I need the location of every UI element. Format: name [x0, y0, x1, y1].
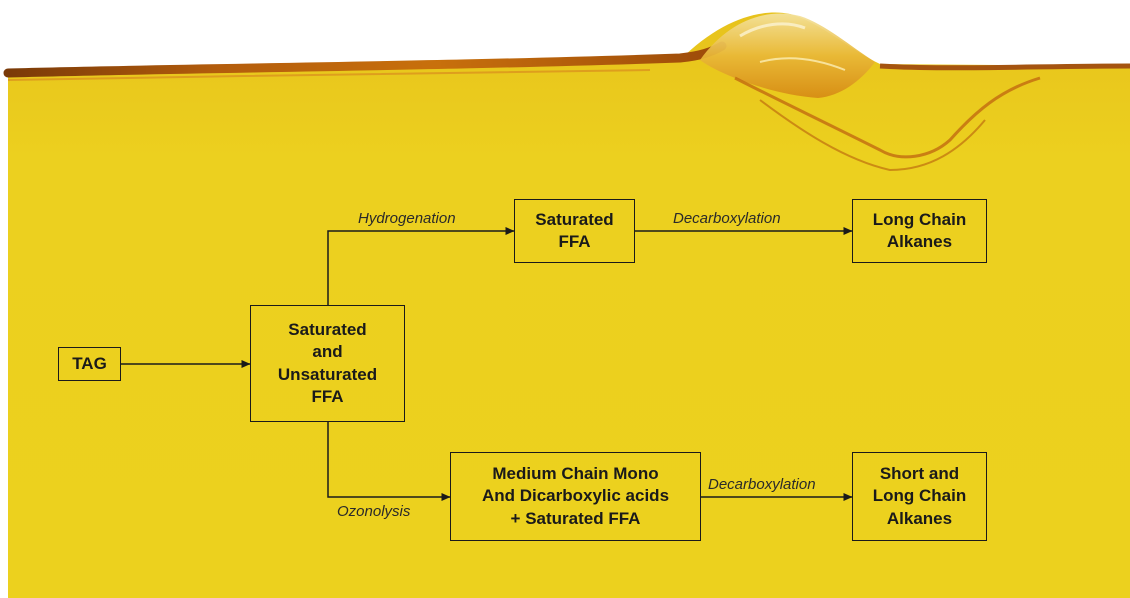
ozonolysis-label: Ozonolysis	[337, 503, 411, 520]
short-long-alkanes-node: Short and Long Chain Alkanes	[852, 452, 987, 541]
decarboxylation-top-label: Decarboxylation	[673, 210, 781, 227]
arrow-ozonolysis	[327, 422, 451, 501]
saturated-ffa-node: Saturated FFA	[514, 199, 635, 263]
long-chain-alkanes-node: Long Chain Alkanes	[852, 199, 987, 263]
tag-node: TAG	[58, 347, 121, 381]
medium-chain-acids-node: Medium Chain Mono And Dicarboxylic acids…	[450, 452, 701, 541]
decarboxylation-bottom-label: Decarboxylation	[708, 476, 816, 493]
arrow-hydrogenation	[327, 227, 515, 305]
saturated-unsaturated-ffa-node: Saturated and Unsaturated FFA	[250, 305, 405, 422]
hydrogenation-label: Hydrogenation	[358, 210, 456, 227]
